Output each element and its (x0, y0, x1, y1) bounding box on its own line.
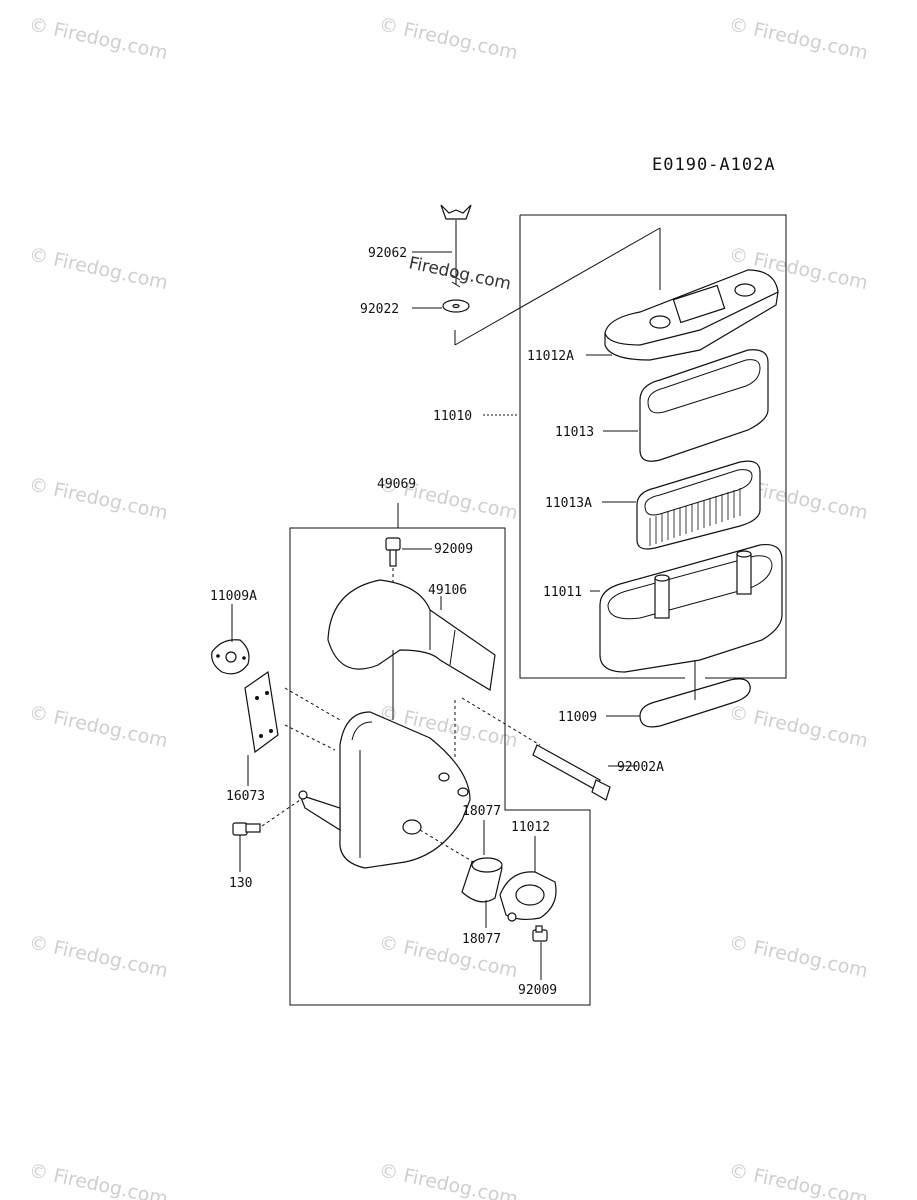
label-130: 130 (229, 876, 252, 891)
label-11012A: 11012A (527, 349, 574, 364)
label-92022: 92022 (360, 302, 399, 317)
bolt-hole (298, 790, 308, 800)
diagram-code: E0190-A102A (652, 155, 776, 175)
label-92009-bottom: 92009 (518, 983, 557, 998)
muffler-gasket-part (211, 639, 250, 675)
watermark: © Firedog.com (27, 243, 170, 294)
watermark-overlay: Firedog.com (407, 253, 513, 294)
leader-lines (231, 251, 640, 980)
part-labels: 92062 92022 11012A 11010 11013 11013A 11… (210, 246, 664, 998)
watermark: © Firedog.com (727, 1159, 870, 1200)
watermark: © Firedog.com (727, 701, 870, 752)
air-cleaner-group-frame (454, 214, 787, 679)
watermark: © Firedog.com (27, 13, 170, 64)
muffler-plate-part (244, 670, 279, 754)
watermark: © Firedog.com (727, 13, 870, 64)
label-49069: 49069 (377, 477, 416, 492)
label-92009-top: 92009 (434, 542, 473, 557)
label-18077-a: 18077 (462, 804, 501, 819)
bolt-130-part (232, 822, 261, 836)
label-11011: 11011 (543, 585, 582, 600)
label-11013: 11013 (555, 425, 594, 440)
gasket-part (639, 678, 751, 728)
watermark: © Firedog.com (27, 931, 170, 982)
pre-cleaner-part (639, 349, 769, 462)
filter-element-part (636, 460, 761, 550)
muffler-body-part (298, 711, 471, 869)
watermark: © Firedog.com (377, 13, 520, 64)
label-92062: 92062 (368, 246, 407, 261)
label-16073: 16073 (226, 789, 265, 804)
watermark: © Firedog.com (27, 473, 170, 524)
label-92002A: 92002A (617, 760, 664, 775)
label-11013A: 11013A (545, 496, 592, 511)
air-cleaner-base-part (599, 543, 783, 673)
muffler-group-frame (289, 503, 591, 1006)
bolt-bottom-part (532, 925, 548, 942)
label-49106: 49106 (428, 583, 467, 598)
watermark: © Firedog.com (27, 1159, 170, 1200)
air-cleaner-cover-part (604, 269, 779, 361)
wing-nut-part (440, 204, 472, 288)
label-11012: 11012 (511, 820, 550, 835)
label-11009: 11009 (558, 710, 597, 725)
pipe-part (461, 857, 503, 903)
watermark: © Firedog.com (27, 701, 170, 752)
bolt-part (385, 537, 401, 567)
watermark: © Firedog.com (377, 1159, 520, 1200)
heat-shield-part (327, 579, 496, 691)
washer-hole (452, 303, 460, 309)
label-11009A: 11009A (210, 589, 257, 604)
flange-part (499, 871, 557, 922)
watermark: © Firedog.com (727, 931, 870, 982)
label-11010: 11010 (433, 409, 472, 424)
label-18077-b: 18077 (462, 932, 501, 947)
stud-part (532, 744, 611, 801)
